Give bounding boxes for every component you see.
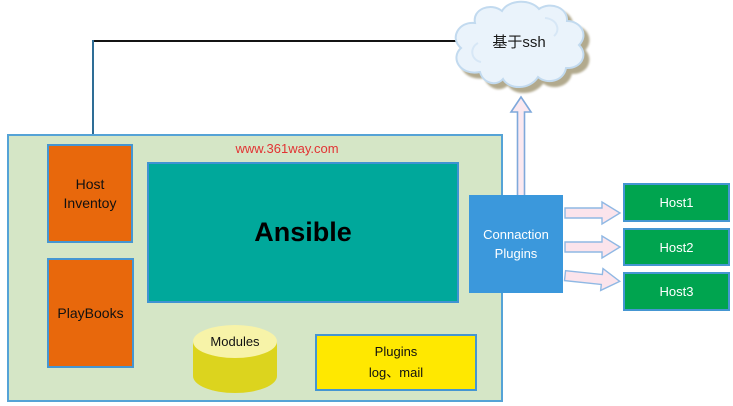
up-block-arrow: [509, 95, 533, 197]
plugins-label-line2: log、mail: [368, 364, 424, 380]
connection-plugins-label-line1: Connaction: [483, 226, 549, 242]
ssh-connector-horizontal-line: [93, 40, 457, 42]
host-node-1: Host1: [623, 183, 730, 222]
connection-plugins-node: Connaction Plugins: [469, 195, 563, 293]
modules-label: Modules: [210, 334, 260, 349]
host-node-2: Host2: [623, 228, 730, 266]
connection-plugins-label-line2: Plugins: [494, 246, 538, 261]
flow-arrow-host3: [563, 267, 622, 292]
host-inventory-label-line1: Host: [75, 175, 105, 192]
ssh-cloud-node: 基于ssh: [447, 0, 591, 96]
ansible-engine-node: Ansible: [147, 162, 459, 303]
cloud-icon: [454, 0, 585, 88]
host1-label: Host1: [659, 195, 694, 210]
host-node-3: Host3: [623, 272, 730, 311]
plugins-node: Plugins log、mail: [315, 334, 477, 391]
host2-label: Host2: [659, 239, 694, 255]
ssh-connector-vertical-line: [92, 40, 94, 137]
cylinder-top: Modules: [193, 325, 277, 358]
host-inventory-label-line2: Inventoy: [63, 194, 117, 211]
host-inventory-node: Host Inventoy: [47, 144, 133, 243]
host3-label: Host3: [659, 284, 694, 299]
flow-arrow-host1: [564, 200, 622, 226]
flow-arrow-host2: [564, 234, 622, 260]
playbooks-node: PlayBooks: [47, 258, 134, 368]
cloud-label: 基于ssh: [492, 34, 546, 51]
ansible-label: Ansible: [254, 217, 352, 247]
modules-cylinder-node: Modules: [193, 325, 277, 393]
watermark-text: www.361way.com: [235, 141, 339, 156]
plugins-label-line1: Plugins: [374, 344, 418, 360]
playbooks-label: PlayBooks: [57, 305, 124, 321]
